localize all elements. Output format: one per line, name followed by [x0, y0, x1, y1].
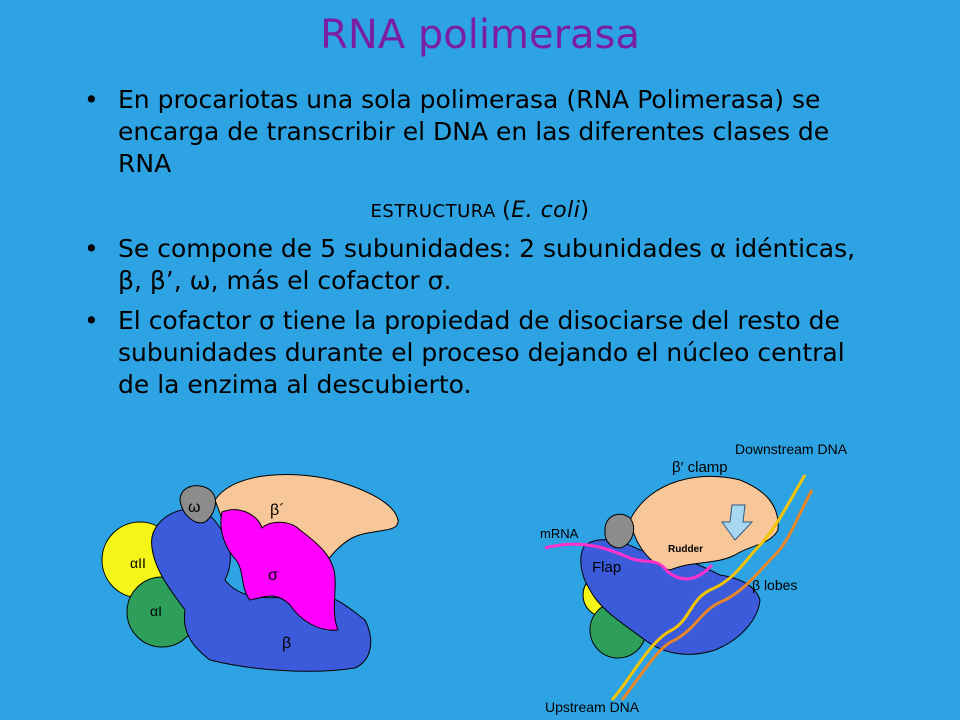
- slide-title: RNA polimerasa: [320, 12, 640, 58]
- bullet-text: El cofactor σ tiene la propiedad de diso…: [118, 306, 845, 399]
- bullet-marker: •: [84, 234, 99, 263]
- label-beta-prime: β´: [270, 502, 285, 519]
- label-beta-lobes: β lobes: [752, 577, 797, 593]
- bullet-list: • En procariotas una sola polimerasa (RN…: [80, 84, 880, 401]
- label-mrna: mRNA: [540, 526, 579, 541]
- left-subunit-diagram: ω β´ αII σ αI β: [101, 474, 399, 672]
- bullet-marker: •: [84, 306, 99, 335]
- label-omega: ω: [188, 499, 201, 516]
- label-alpha-ii: αII: [130, 555, 146, 571]
- dna-strand-orange: [620, 489, 814, 701]
- right-structure-diagram: Downstream DNA β′ clamp mRNA Rudder Flap…: [540, 441, 848, 715]
- label-alpha-i: αI: [150, 603, 162, 619]
- omega-subunit: [179, 485, 216, 524]
- label-sigma: σ: [268, 567, 278, 584]
- label-downstream-dna: Downstream DNA: [735, 441, 848, 457]
- bullet-text: Se compone de 5 subunidades: 2 subunidad…: [118, 234, 856, 295]
- beta-subunit: [151, 508, 372, 672]
- bullet-marker: •: [84, 85, 99, 114]
- subheading-close-paren: ): [580, 198, 590, 223]
- mrna-strand: [544, 542, 714, 581]
- omega-subunit: [604, 513, 635, 549]
- subheading-open-paren: (: [502, 198, 512, 223]
- subheading-word: ESTRUCTURA: [370, 201, 496, 222]
- bullet-item: • Se compone de 5 subunidades: 2 subunid…: [80, 233, 880, 297]
- label-beta-prime-clamp: β′ clamp: [672, 459, 728, 476]
- dna-strand-yellow: [610, 474, 807, 702]
- label-upstream-dna: Upstream DNA: [545, 699, 640, 715]
- beta-prime-clamp: [629, 475, 779, 571]
- label-rudder: Rudder: [668, 544, 703, 555]
- subheading-organism: E. coli: [511, 198, 581, 223]
- label-flap: Flap: [592, 559, 621, 576]
- sigma-subunit: [220, 509, 339, 631]
- label-beta: β: [282, 635, 291, 652]
- structure-subheading: ESTRUCTURA (E. coli): [80, 198, 880, 223]
- bullet-item: • El cofactor σ tiene la propiedad de di…: [80, 305, 880, 401]
- bullet-item: • En procariotas una sola polimerasa (RN…: [80, 84, 880, 180]
- entry-arrow-icon: [721, 504, 754, 541]
- bullet-text: En procariotas una sola polimerasa (RNA …: [118, 85, 830, 178]
